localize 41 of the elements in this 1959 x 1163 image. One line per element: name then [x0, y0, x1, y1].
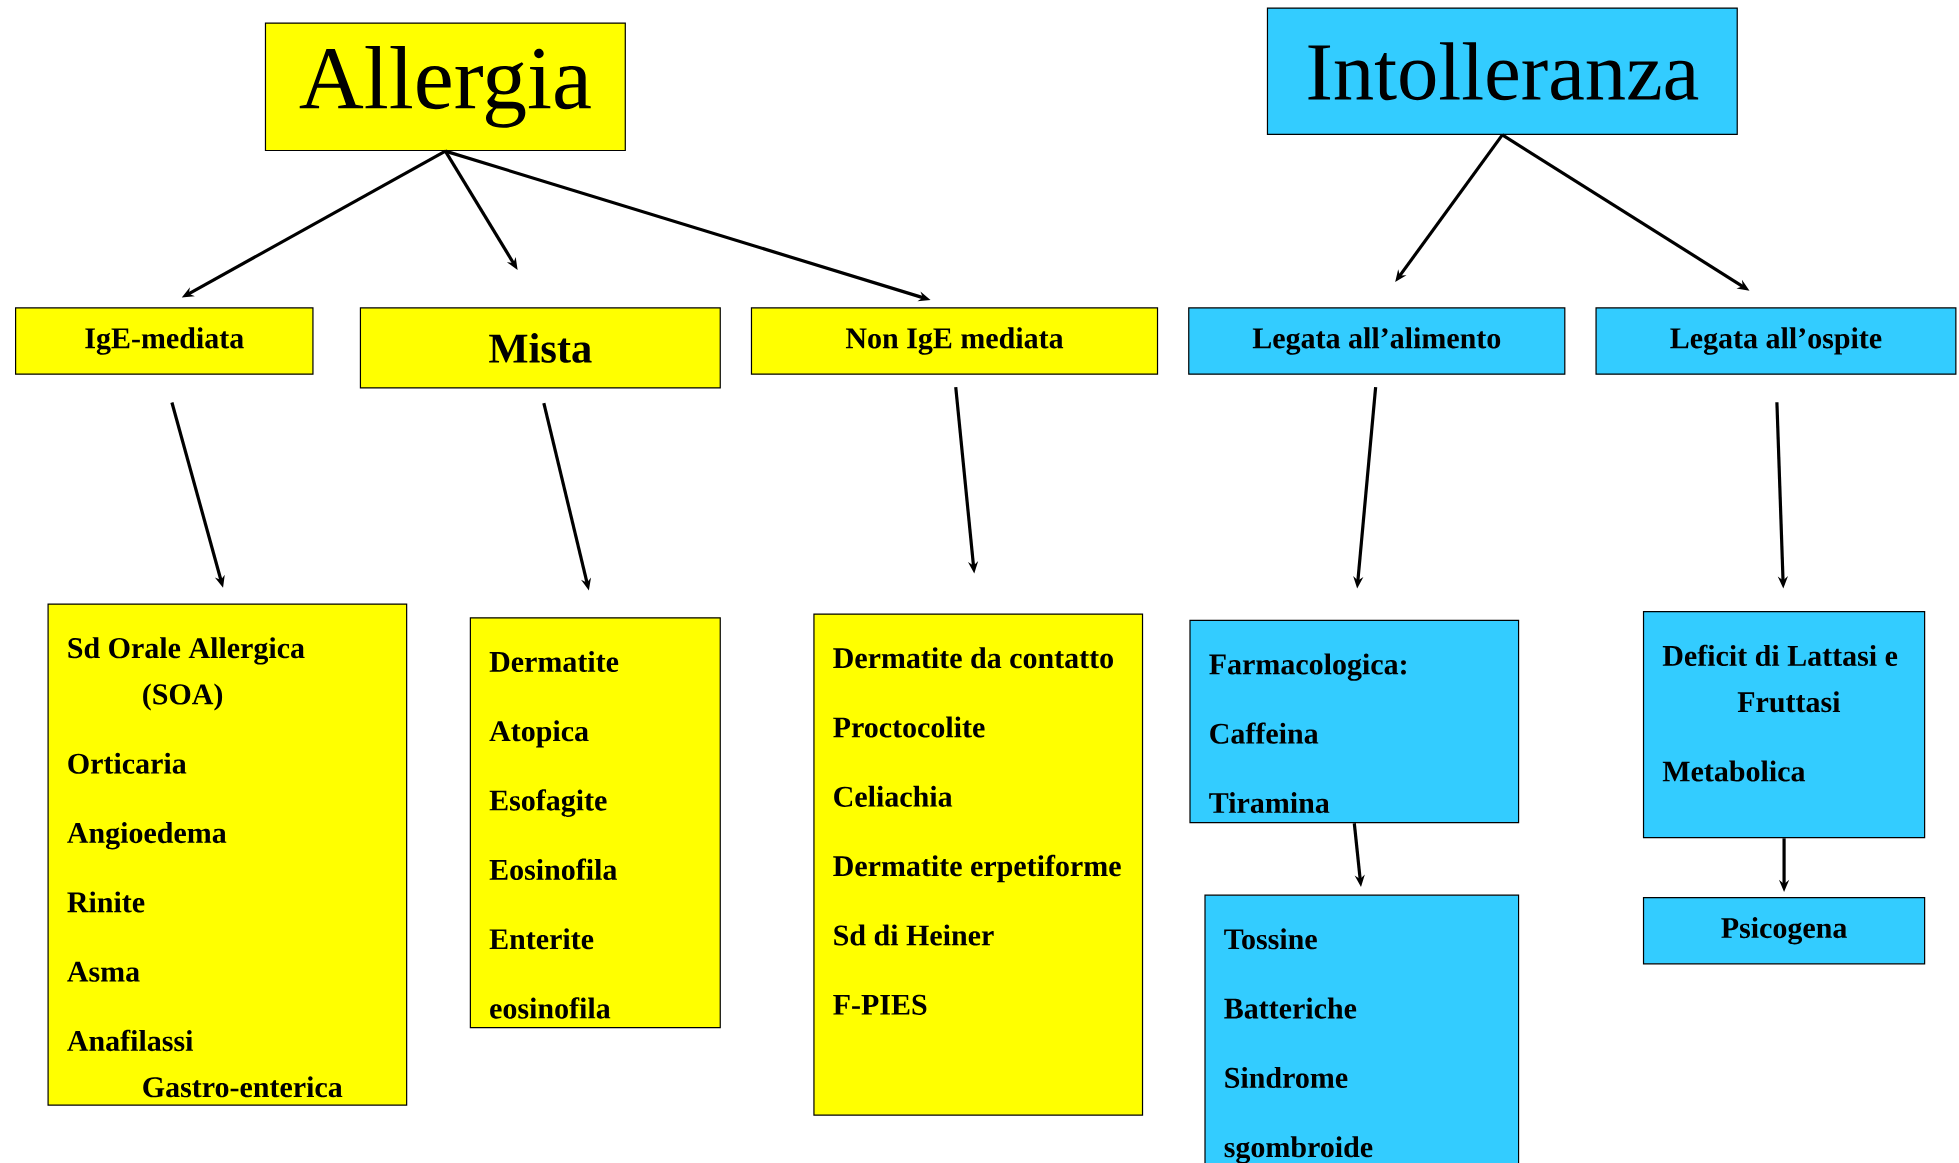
- list-item: Orticaria: [68, 752, 187, 774]
- list-item: Enterite: [489, 928, 594, 950]
- category-box: Mista: [359, 307, 721, 389]
- list-item: Deficit di Lattasi e Fruttasi: [1662, 644, 1898, 713]
- list-item: Tossine: [1224, 928, 1317, 950]
- list-item: Farmacologica:: [1209, 653, 1406, 681]
- list-item: Esofagite: [489, 789, 607, 817]
- list-item: Dermatite: [489, 650, 619, 672]
- list-box: [1204, 894, 1520, 1163]
- list-item: Tiramina: [1209, 792, 1330, 814]
- title-box: Intolleranza: [1266, 7, 1738, 135]
- list-item: Rinite: [67, 891, 145, 913]
- list-item: F-PIES: [833, 994, 927, 1015]
- list-item: Proctocolite: [833, 716, 985, 738]
- category-box: Non IgE mediata: [750, 307, 1159, 375]
- list-item: Dermatite erpetiforme: [833, 854, 1121, 883]
- list-box: [47, 603, 408, 1106]
- list-item: Atopica: [489, 720, 589, 748]
- list-item: Celiachia: [834, 785, 953, 807]
- list-item: Metabolica: [1662, 760, 1806, 782]
- list-item: Sd di Heiner: [834, 924, 994, 946]
- list-item: Angioedema: [67, 822, 227, 850]
- category-box: IgE-mediata: [15, 307, 314, 375]
- list-item: Caffeina: [1210, 722, 1319, 744]
- list-box: [1642, 610, 1926, 839]
- category-box: Legata all’ospite: [1595, 307, 1957, 375]
- list-item: Dermatite da contatto: [833, 647, 1113, 669]
- title-box: Allergia: [264, 22, 626, 152]
- list-item: eosinofila: [490, 997, 611, 1019]
- list-box: [1189, 619, 1520, 824]
- category-box: Psicogena: [1642, 897, 1926, 965]
- category-box: Legata all’alimento: [1188, 307, 1566, 375]
- list-box: [813, 613, 1144, 1116]
- list-item: Eosinofila: [489, 858, 617, 880]
- list-box: [469, 617, 721, 1029]
- list-item: Sindrome: [1225, 1066, 1348, 1088]
- list-item: Batteriche: [1224, 997, 1357, 1019]
- list-item: sgombroide: [1224, 1136, 1373, 1163]
- list-item: Anafilassi Gastro-enterica: [67, 1029, 343, 1098]
- list-item: Asma: [67, 961, 140, 982]
- list-item: Sd Orale Allergica (SOA): [68, 637, 305, 711]
